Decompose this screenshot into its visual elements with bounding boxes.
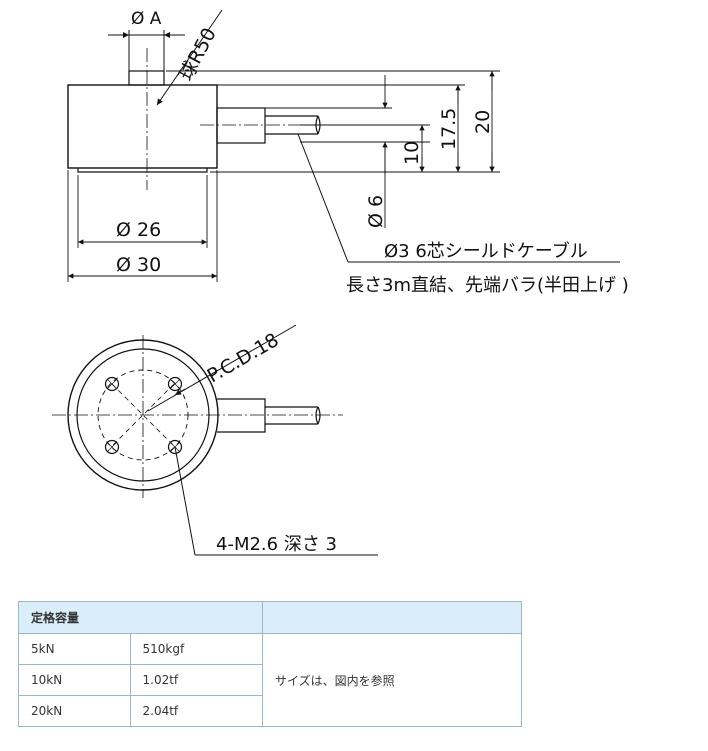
value-cell: 2.04tf: [129, 695, 263, 727]
base-step: [77, 168, 208, 173]
value-cell: 1.02tf: [129, 664, 263, 696]
size-note: サイズは、図内を参照: [262, 633, 522, 727]
sphere-leader: [156, 9, 223, 106]
table-row: 10kN 1.02tf: [18, 664, 522, 696]
table-header: 定格容量: [18, 601, 263, 634]
capacity-cell: 10kN: [18, 664, 131, 696]
dim-a: [108, 30, 185, 71]
hole-bottom-left: [104, 439, 120, 455]
dia-a-label: Ø A: [131, 9, 162, 29]
top-cable: [265, 406, 321, 425]
cable-spec-line2: 長さ3m直結、先端バラ(半田上げ ): [346, 275, 629, 296]
capacity-cell: 20kN: [18, 695, 131, 727]
top-view: [52, 335, 343, 498]
value-cell: 510kgf: [129, 633, 263, 665]
holes-leader: [174, 446, 378, 556]
table-row: 20kN 2.04tf: [18, 695, 522, 727]
cable-leader: [297, 133, 620, 263]
cable: [265, 115, 321, 135]
dia-26-label: Ø 26: [116, 219, 161, 241]
dim-17-5-label: 17.5: [438, 108, 460, 150]
mounting-holes: [104, 376, 183, 455]
pcd-leader: [147, 324, 297, 412]
table-header-row: 定格容量: [18, 601, 522, 634]
technical-drawing: Ø A 球R50 20 17.5 10 Ø 6: [52, 9, 629, 556]
hole-bottom-right: [167, 439, 183, 455]
sensor-body: [67, 84, 218, 169]
cable-boss: [216, 107, 266, 144]
dim-6-label: Ø 6: [365, 195, 387, 228]
table-header-blank: [262, 601, 522, 634]
dia-30-label: Ø 30: [116, 254, 161, 276]
holes-label: 4-M2.6 深さ 3: [216, 534, 337, 555]
table-row: 5kN 510kgf サイズは、図内を参照: [18, 633, 522, 727]
dim-20-label: 20: [472, 110, 494, 134]
top-cable-boss: [217, 398, 266, 433]
pcd-label: P.C.D.18: [204, 329, 283, 387]
sphere-radius-label: 球R50: [175, 24, 221, 84]
capacity-cell: 5kN: [18, 633, 131, 665]
side-view: [67, 48, 345, 190]
load-button: [128, 70, 165, 86]
hole-top-left: [104, 376, 120, 392]
height-dims: [166, 70, 500, 228]
dim-10-label: 10: [401, 141, 423, 165]
rated-capacity-table: 定格容量 5kN 510kgf サイズは、図内を参照 10kN 1.02tf 2…: [18, 601, 522, 727]
cable-spec-line1: Ø3 6芯シールドケーブル: [384, 240, 588, 262]
diameter-dims: [67, 170, 218, 282]
